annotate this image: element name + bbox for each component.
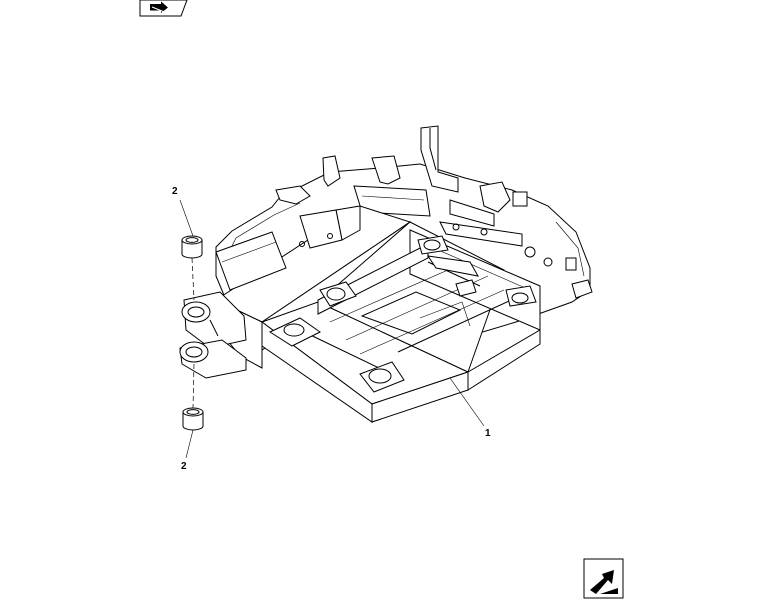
next-page-arrow-icon[interactable]: [583, 558, 624, 599]
callout-frame: 1: [485, 428, 491, 439]
leader-lines: [179, 199, 485, 459]
previous-page-arrow-icon[interactable]: [139, 0, 188, 17]
assembly-axis: [191, 257, 195, 409]
mounting-pads: [268, 235, 537, 393]
bushing-upper: [181, 235, 203, 259]
boom-mount-lugs: [179, 291, 247, 379]
bushing-lower: [182, 407, 204, 431]
callout-bushing-bottom: 2: [181, 461, 187, 472]
deck-brackets: [275, 125, 593, 299]
callout-bushing-top: 2: [172, 186, 178, 197]
